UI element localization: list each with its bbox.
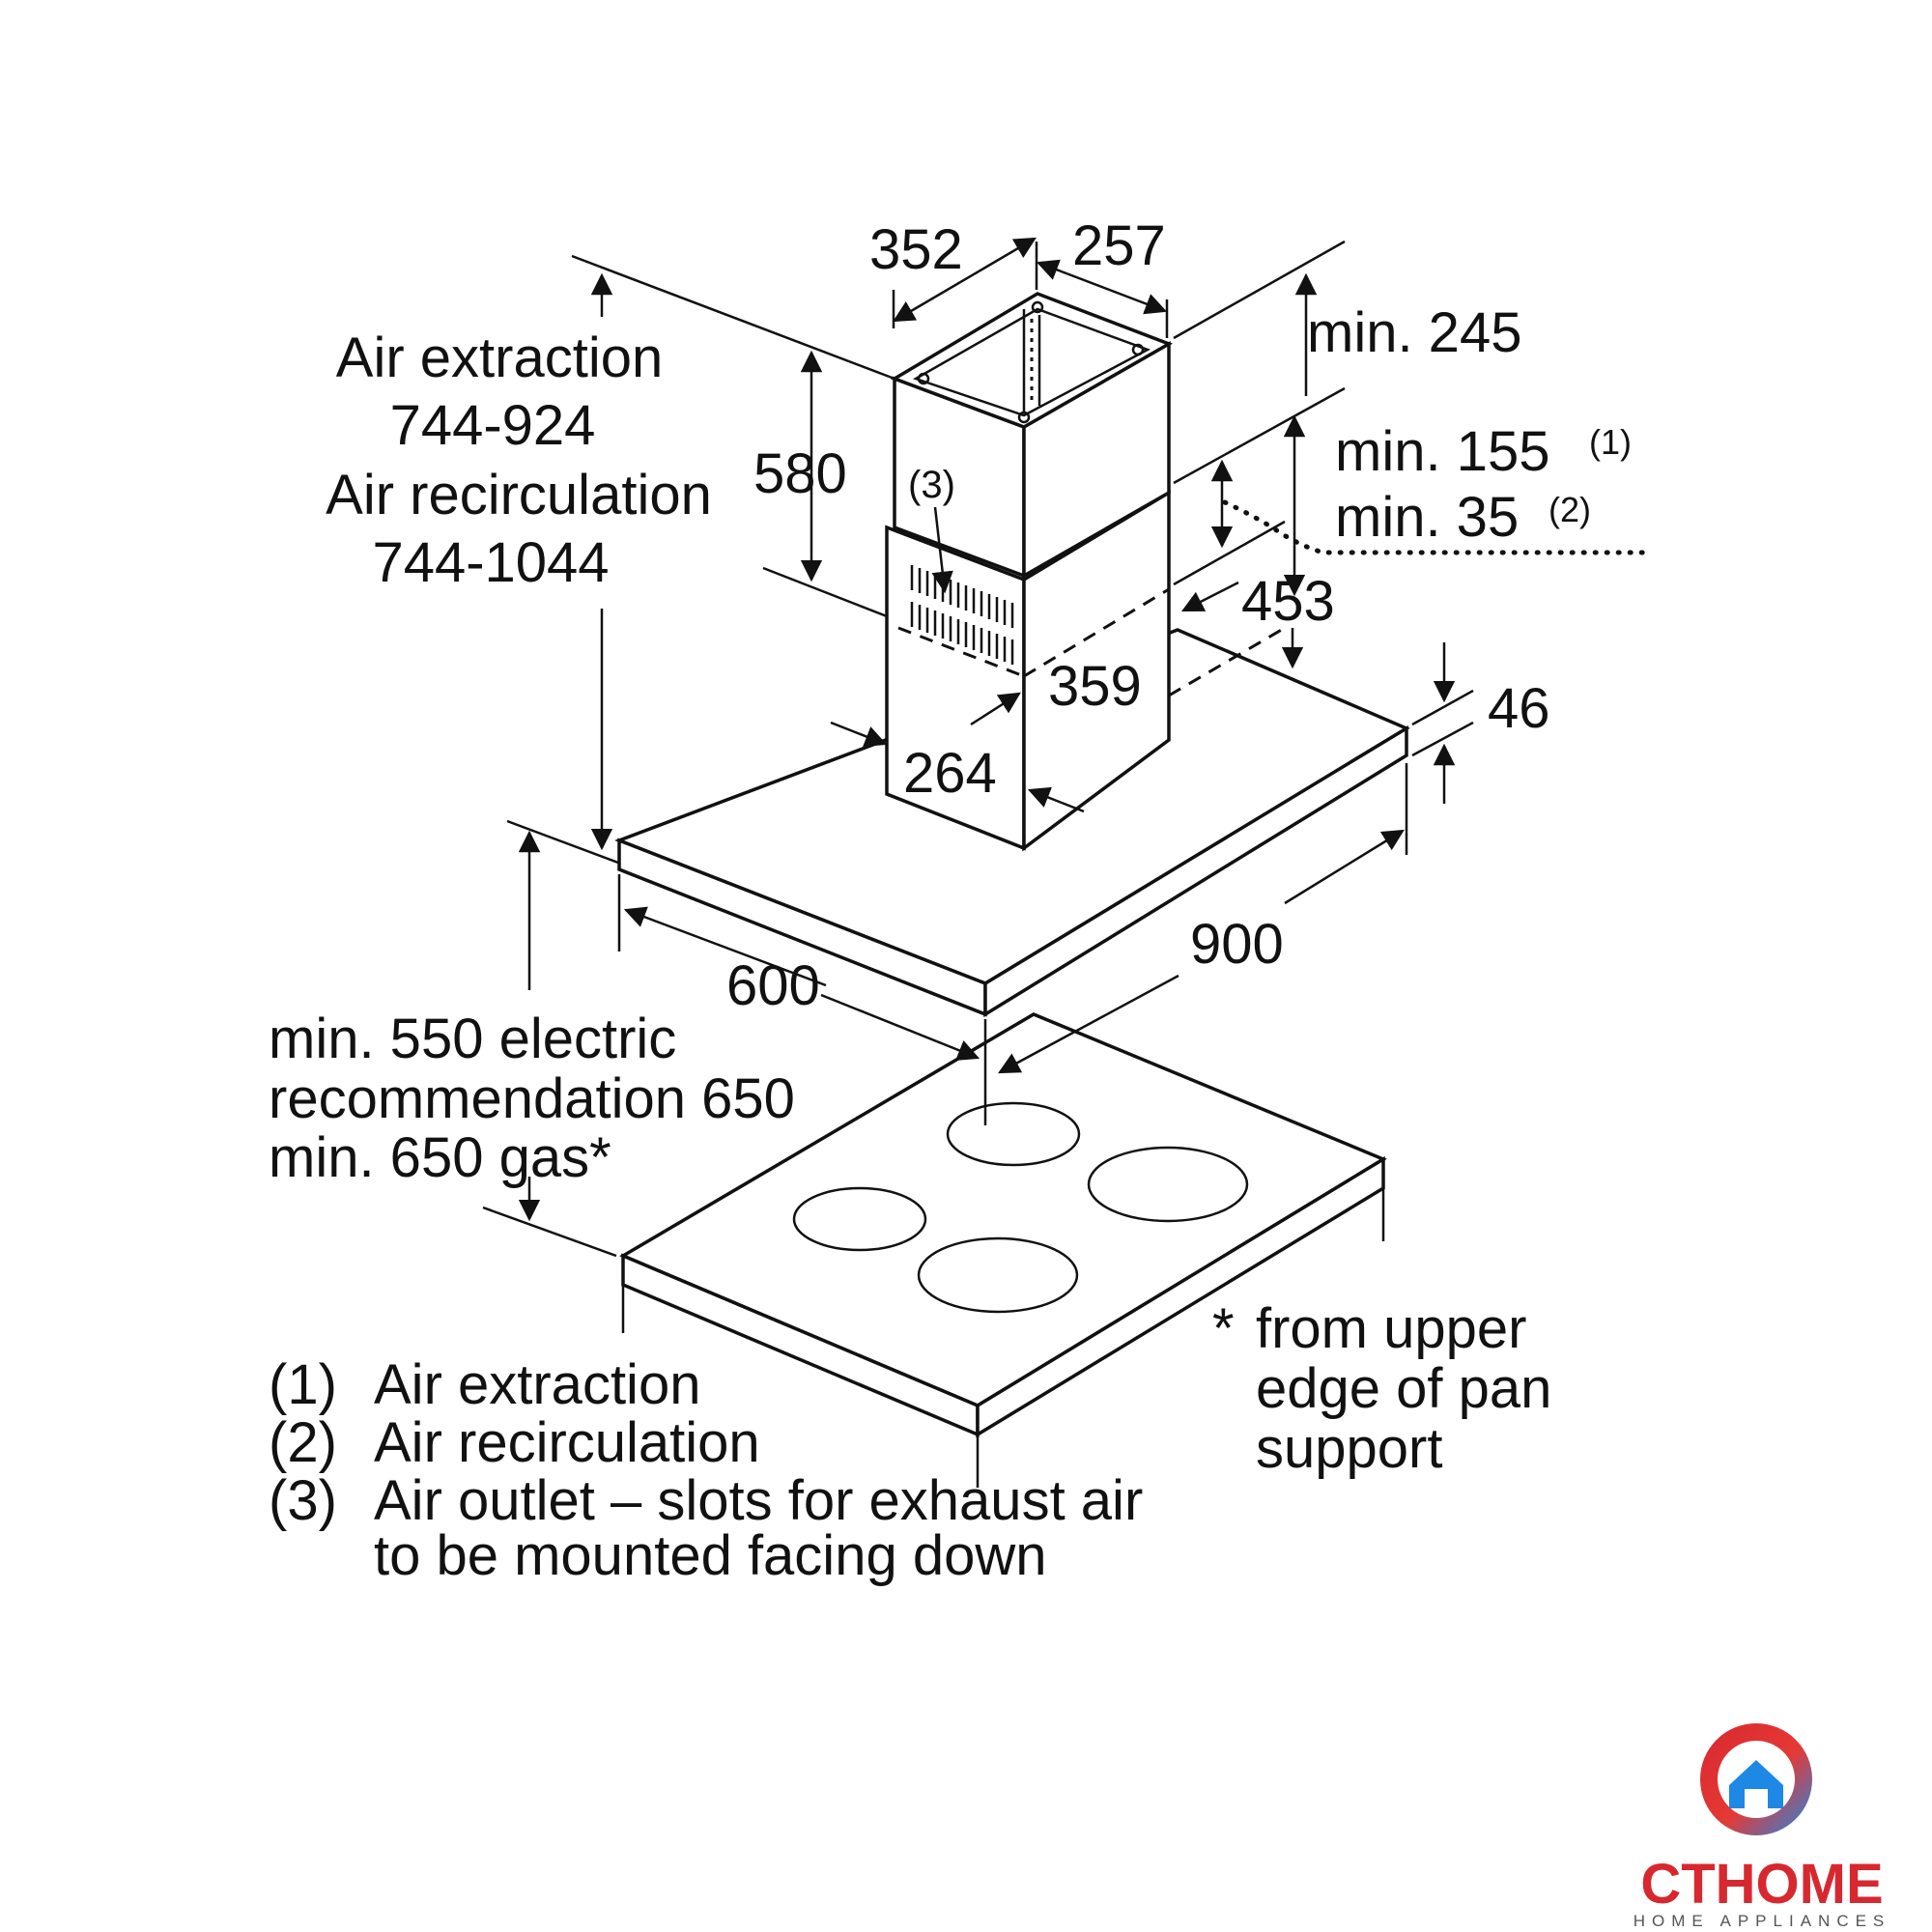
- recirculation-label: Air recirculation: [326, 464, 712, 526]
- cooktop: [619, 1012, 1387, 1488]
- dim-46: 46: [1488, 677, 1550, 740]
- dimension-lines: [482, 237, 1655, 1258]
- legend-text-2: Air recirculation: [374, 1411, 760, 1474]
- legend-num-3: (3): [269, 1469, 337, 1532]
- legend-num-2: (2): [269, 1411, 337, 1474]
- dim-min-35: min. 35: [1335, 486, 1519, 549]
- dim-352: 352: [869, 218, 963, 281]
- legend-num-1: (1): [269, 1353, 337, 1416]
- dimension-labels: 352 257 min. 245 min. 155 (1) min. 35 (2…: [726, 214, 1632, 1017]
- dim-257: 257: [1072, 214, 1166, 277]
- dim-min-35-note: (2): [1548, 490, 1591, 529]
- house-icon: [1700, 1723, 1812, 1835]
- dim-min-155: min. 155: [1335, 420, 1549, 483]
- dim-264: 264: [903, 742, 997, 805]
- mounting-height-labels: min. 550 electric recommendation 650 min…: [269, 1008, 795, 1189]
- dim-580: 580: [753, 442, 847, 505]
- legend-text-4: to be mounted facing down: [374, 1524, 1046, 1587]
- height-range-labels: Air extraction 744-924 Air recirculation…: [326, 327, 712, 594]
- mounting-line-1: min. 550 electric: [269, 1008, 676, 1070]
- outlet-marker: (3): [908, 464, 955, 506]
- extraction-range: 744-924: [390, 394, 596, 457]
- mounting-line-3: min. 650 gas*: [269, 1126, 611, 1189]
- recirculation-range: 744-1044: [372, 531, 609, 594]
- dim-359: 359: [1048, 655, 1142, 718]
- logo-tagline: HOME APPLIANCES: [1634, 1912, 1891, 1930]
- cthome-logo: CTHOME HOME APPLIANCES: [1634, 1723, 1891, 1930]
- burner-back: [946, 1101, 1081, 1167]
- footnote: * from upper edge of pan support: [1212, 1297, 1551, 1480]
- burner-right: [1087, 1146, 1249, 1223]
- footnote-line-2: edge of pan: [1256, 1357, 1551, 1420]
- chimney: [885, 292, 1286, 852]
- logo-brand: CTHOME: [1640, 1853, 1883, 1916]
- dim-453: 453: [1241, 570, 1335, 633]
- dim-min-155-note: (1): [1589, 422, 1632, 462]
- extraction-label: Air extraction: [336, 327, 663, 389]
- mounting-line-2: recommendation 650: [269, 1067, 795, 1130]
- burner-front: [917, 1236, 1079, 1314]
- footnote-line-1: from upper: [1256, 1297, 1526, 1360]
- legend-text-1: Air extraction: [374, 1353, 700, 1416]
- legend: (1) Air extraction (2) Air recirculation…: [269, 1353, 1143, 1587]
- dim-600: 600: [726, 954, 820, 1017]
- legend-text-3: Air outlet – slots for exhaust air: [374, 1469, 1143, 1532]
- footnote-line-3: support: [1256, 1417, 1442, 1480]
- dim-900: 900: [1190, 913, 1284, 976]
- dim-min-245: min. 245: [1307, 301, 1521, 364]
- footnote-marker: *: [1212, 1297, 1235, 1360]
- burner-left: [792, 1186, 927, 1252]
